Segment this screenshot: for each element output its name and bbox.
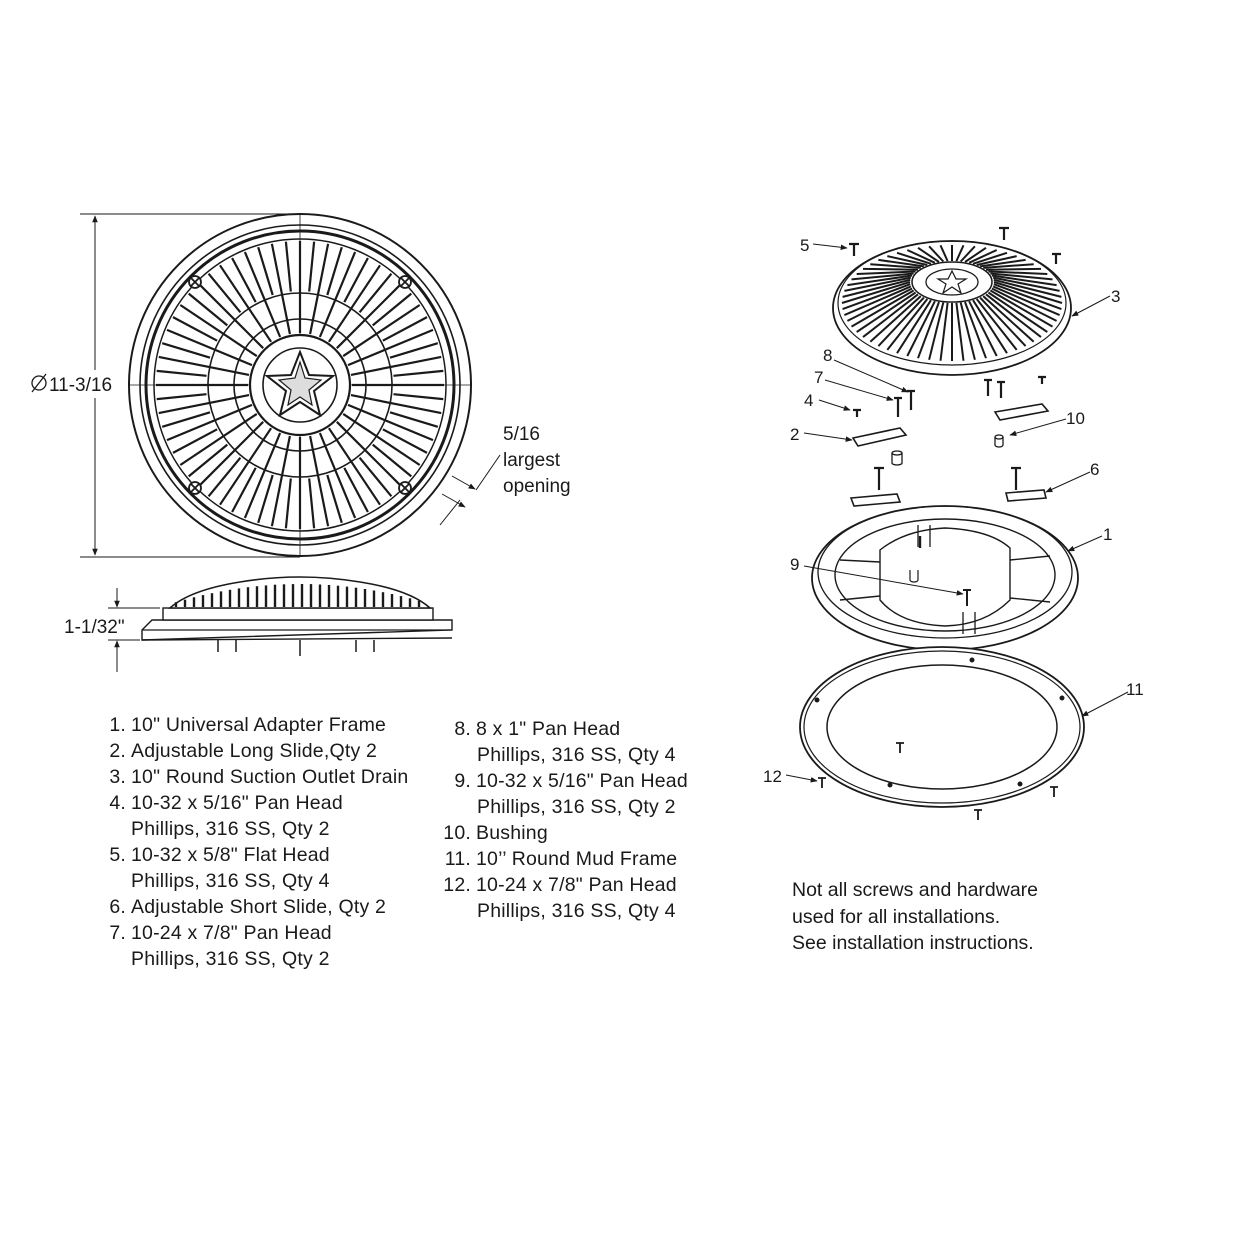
- opening-label-2: largest: [503, 450, 561, 471]
- part-number: 10.: [443, 822, 471, 844]
- opening-label-1: 5/16: [503, 424, 540, 445]
- part-number: 7.: [109, 922, 126, 944]
- part-description: 10-24 x 7/8" Pan Head: [131, 922, 332, 944]
- part-description-continued: Phillips, 316 SS, Qty 2: [131, 818, 330, 840]
- part-number: 11.: [444, 848, 471, 870]
- part-number: 9.: [454, 770, 471, 792]
- part-description: 10-32 x 5/16" Pan Head: [131, 792, 343, 814]
- exploded-view: [785, 226, 1129, 820]
- diameter-label: 11-3/16: [49, 375, 112, 396]
- part-description: 8 x 1" Pan Head: [476, 718, 621, 740]
- part-description-continued: Phillips, 316 SS, Qty 2: [477, 796, 676, 818]
- part-description-continued: Phillips, 316 SS, Qty 4: [477, 900, 676, 922]
- part-number: 3.: [109, 766, 126, 788]
- part-description: 10’’ Round Mud Frame: [476, 848, 678, 870]
- part-number: 8.: [454, 718, 471, 740]
- part-description-continued: Phillips, 316 SS, Qty 4: [477, 744, 676, 766]
- part-description: 10-24 x 7/8" Pan Head: [476, 874, 677, 896]
- callout-9: 9: [790, 555, 799, 574]
- parts-list-item: 10.Bushing: [440, 820, 688, 846]
- callout-6: 6: [1090, 460, 1099, 479]
- drain-top-view: [26, 213, 501, 558]
- callout-1: 1: [1103, 525, 1112, 544]
- grate-spokes: [156, 241, 444, 529]
- opening-label-3: opening: [503, 476, 571, 497]
- part-number: 6.: [109, 896, 126, 918]
- parts-list-item: 3.10" Round Suction Outlet Drain: [98, 764, 408, 790]
- callout-11: 11: [1126, 680, 1144, 699]
- part-number: 12.: [443, 874, 471, 896]
- callout-2: 2: [790, 425, 799, 444]
- side-ribs: [174, 584, 421, 607]
- parts-list-item: 11.10’’ Round Mud Frame: [440, 846, 688, 872]
- parts-list-item: 9.10-32 x 5/16" Pan Head: [440, 768, 688, 794]
- part-description: 10" Universal Adapter Frame: [131, 714, 387, 736]
- parts-list-item: 4.10-32 x 5/16" Pan Head: [98, 790, 408, 816]
- callout-10: 10: [1066, 409, 1085, 428]
- part-description: 10" Round Suction Outlet Drain: [131, 766, 409, 788]
- note-line: Not all screws and hardware: [792, 879, 1039, 901]
- part-description: 10-32 x 5/8" Flat Head: [131, 844, 330, 866]
- part-number: 4.: [109, 792, 126, 814]
- part-description: Bushing: [476, 822, 548, 844]
- part-description-continued: Phillips, 316 SS, Qty 4: [131, 870, 330, 892]
- part-description: 10-32 x 5/16" Pan Head: [476, 770, 688, 792]
- parts-list-item: 2.Adjustable Long Slide,Qty 2: [98, 738, 408, 764]
- diameter-symbol-icon: [31, 375, 47, 391]
- part-description: Adjustable Short Slide, Qty 2: [131, 896, 387, 918]
- note-line: See installation instructions.: [792, 932, 1034, 954]
- star-icon: [935, 269, 969, 295]
- part-number: 5.: [109, 844, 126, 866]
- parts-list-item: 1.10" Universal Adapter Frame: [98, 712, 408, 738]
- height-label: 1-1/32": [64, 617, 125, 638]
- callout-5: 5: [800, 236, 809, 255]
- note-line: used for all installations.: [792, 905, 1001, 928]
- part-number: 1.: [109, 714, 126, 736]
- callout-3: 3: [1111, 287, 1120, 306]
- drain-side-view: [108, 576, 453, 672]
- parts-list-item: 8.8 x 1" Pan Head: [440, 716, 688, 742]
- parts-list-item: 6.Adjustable Short Slide, Qty 2: [98, 894, 408, 920]
- parts-list-item: 5.10-32 x 5/8" Flat Head: [98, 842, 408, 868]
- parts-list-item: 7.10-24 x 7/8" Pan Head: [98, 920, 408, 946]
- callout-7: 7: [814, 368, 823, 387]
- callout-8: 8: [823, 346, 832, 365]
- callout-4: 4: [804, 391, 813, 410]
- parts-list-item: 12.10-24 x 7/8" Pan Head: [440, 872, 688, 898]
- cover-spokes: [841, 244, 1063, 361]
- part-number: 2.: [109, 740, 126, 762]
- installation-note: Not all screws and hardware used for all…: [792, 877, 1038, 957]
- callout-12: 12: [763, 767, 782, 786]
- part-description-continued: Phillips, 316 SS, Qty 2: [131, 948, 330, 970]
- part-description: Adjustable Long Slide,Qty 2: [131, 740, 378, 762]
